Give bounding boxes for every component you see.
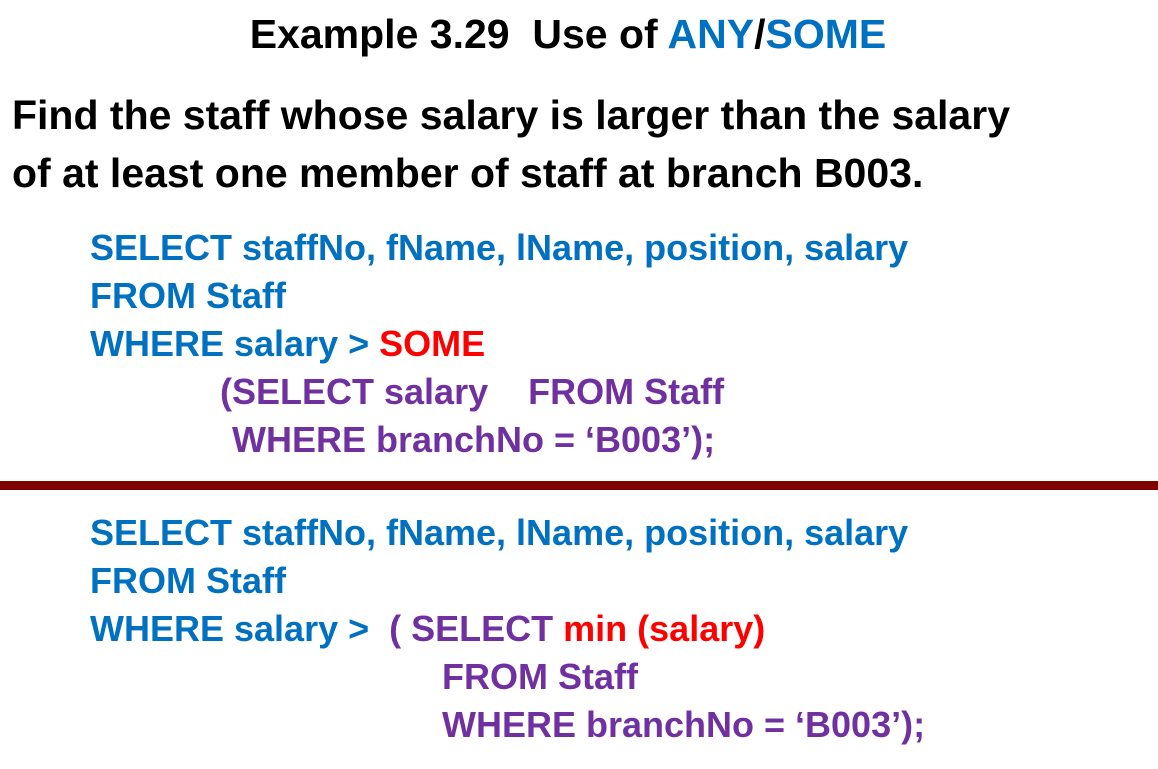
query2-where-line: WHERE salary > ( SELECT min (salary)	[90, 611, 765, 647]
title-prefix: Example 3.29 Use of	[249, 11, 668, 57]
query1-where-line: WHERE salary > SOME	[90, 326, 485, 362]
title-any: ANY	[667, 11, 755, 57]
slide-title: Example 3.29 Use of ANY/SOME	[0, 14, 1136, 55]
query1-from-line: FROM Staff	[90, 275, 286, 316]
question-line-1: Find the staff whose salary is larger th…	[12, 92, 1010, 138]
query1-select-line: SELECT staffNo, fName, lName, position, …	[90, 227, 909, 268]
query1-subquery-select: (SELECT salary FROM Staff	[220, 371, 725, 412]
query2-select-line: SELECT staffNo, fName, lName, position, …	[90, 512, 909, 553]
query1-some-keyword: SOME	[379, 323, 486, 364]
query2-subquery-where: WHERE branchNo = ‘B003’);	[442, 704, 926, 745]
query2-subquery-from: FROM Staff	[442, 656, 638, 697]
query2-where-prefix: WHERE salary >	[90, 608, 390, 649]
query1-where-prefix: WHERE salary >	[90, 323, 380, 364]
title-some: SOME	[765, 11, 887, 57]
query1-subquery-where: WHERE branchNo = ‘B003’);	[232, 419, 716, 460]
section-divider	[0, 481, 1158, 490]
question-line-2: of at least one member of staff at branc…	[12, 150, 924, 196]
query2-from-line: FROM Staff	[90, 560, 286, 601]
query2-subquery-open: ( SELECT	[389, 608, 564, 649]
query2-min-function: min (salary)	[563, 608, 766, 649]
title-slash: /	[754, 11, 766, 57]
